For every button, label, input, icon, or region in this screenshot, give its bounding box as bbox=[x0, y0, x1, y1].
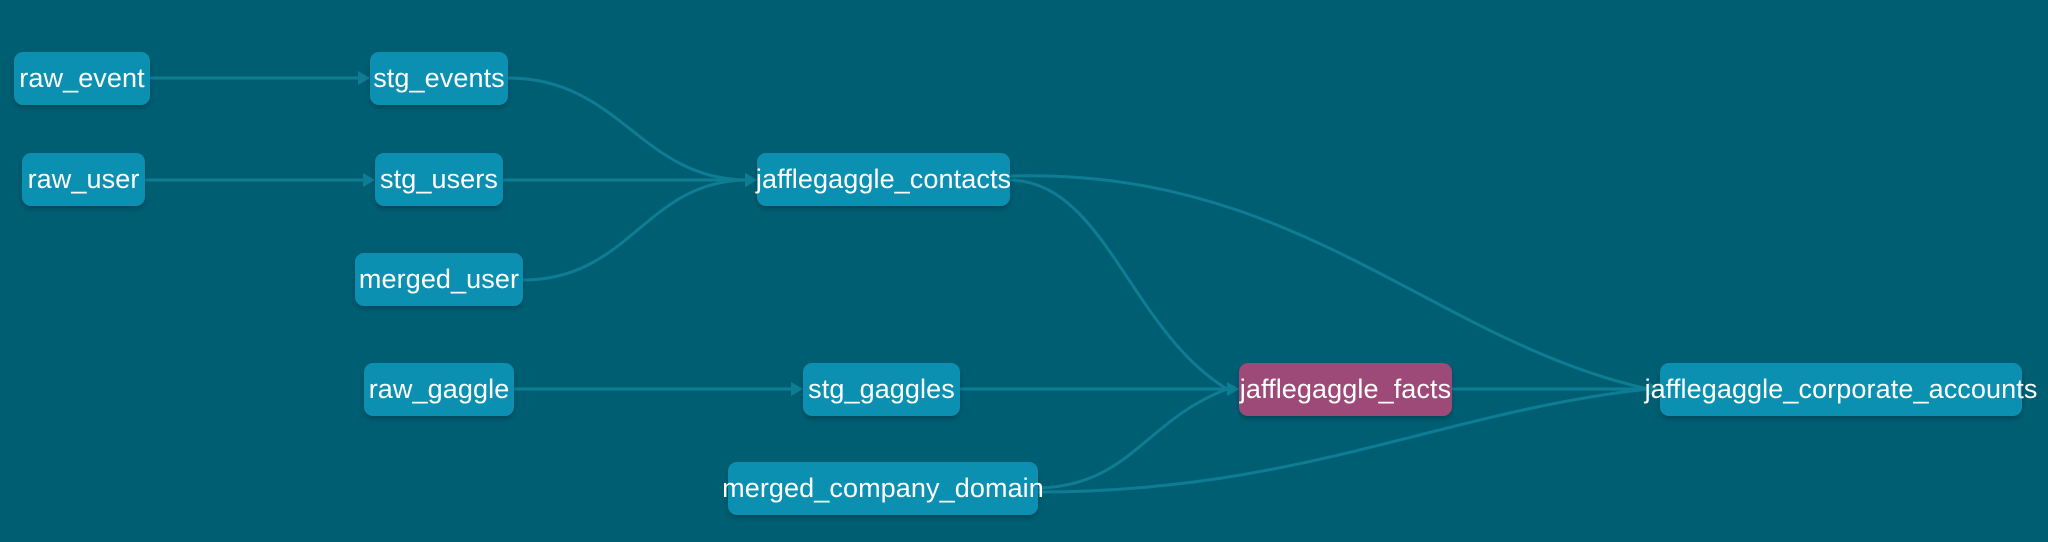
edge-jafflegaggle_contacts-to-jafflegaggle_facts bbox=[1008, 178, 1229, 391]
edge-arrowhead bbox=[363, 173, 375, 187]
edge-arrowhead bbox=[1227, 382, 1239, 396]
edge-arrowhead bbox=[358, 71, 370, 85]
edge-jafflegaggle_contacts-to-jafflegaggle_corporate_accounts bbox=[1008, 174, 1650, 391]
node-jafflegaggle_facts[interactable]: jafflegaggle_facts bbox=[1239, 363, 1452, 416]
node-merged_user[interactable]: merged_user bbox=[355, 253, 523, 306]
node-raw_event[interactable]: raw_event bbox=[14, 52, 150, 105]
node-label: merged_user bbox=[358, 264, 520, 294]
node-label: jafflegaggle_facts bbox=[1239, 374, 1452, 404]
node-label: jafflegaggle_contacts bbox=[755, 164, 1012, 194]
node-raw_user[interactable]: raw_user bbox=[22, 153, 145, 206]
node-stg_gaggles[interactable]: stg_gaggles bbox=[803, 363, 960, 416]
node-label: merged_company_domain bbox=[722, 473, 1044, 503]
edge-merged_user-to-jafflegaggle_contacts bbox=[521, 178, 747, 282]
edge-arrowhead bbox=[1648, 382, 1660, 396]
node-label: stg_gaggles bbox=[808, 374, 955, 404]
node-merged_company_domain[interactable]: merged_company_domain bbox=[722, 462, 1044, 515]
node-label: raw_gaggle bbox=[368, 374, 510, 404]
edge-arrowhead bbox=[791, 382, 803, 396]
edge-merged_company_domain-to-jafflegaggle_facts bbox=[1036, 387, 1229, 490]
node-raw_gaggle[interactable]: raw_gaggle bbox=[364, 363, 514, 416]
edge-arrowhead bbox=[745, 173, 757, 187]
edge-arrowhead bbox=[1648, 382, 1660, 396]
node-label: jafflegaggle_corporate_accounts bbox=[1644, 374, 2038, 404]
node-jafflegaggle_contacts[interactable]: jafflegaggle_contacts bbox=[755, 153, 1012, 206]
edge-arrowhead bbox=[1227, 382, 1239, 396]
edge-arrowhead bbox=[1227, 382, 1239, 396]
node-label: raw_event bbox=[19, 63, 145, 93]
node-stg_events[interactable]: stg_events bbox=[370, 52, 508, 105]
node-label: stg_events bbox=[373, 63, 505, 93]
edge-arrowhead bbox=[1648, 382, 1660, 396]
node-jafflegaggle_corporate_accounts[interactable]: jafflegaggle_corporate_accounts bbox=[1645, 363, 2037, 416]
node-label: stg_users bbox=[380, 164, 498, 194]
edge-stg_events-to-jafflegaggle_contacts bbox=[506, 76, 747, 182]
node-label: raw_user bbox=[27, 164, 140, 194]
node-stg_users[interactable]: stg_users bbox=[375, 153, 503, 206]
edge-arrowhead bbox=[745, 173, 757, 187]
edge-arrowhead bbox=[745, 173, 757, 187]
